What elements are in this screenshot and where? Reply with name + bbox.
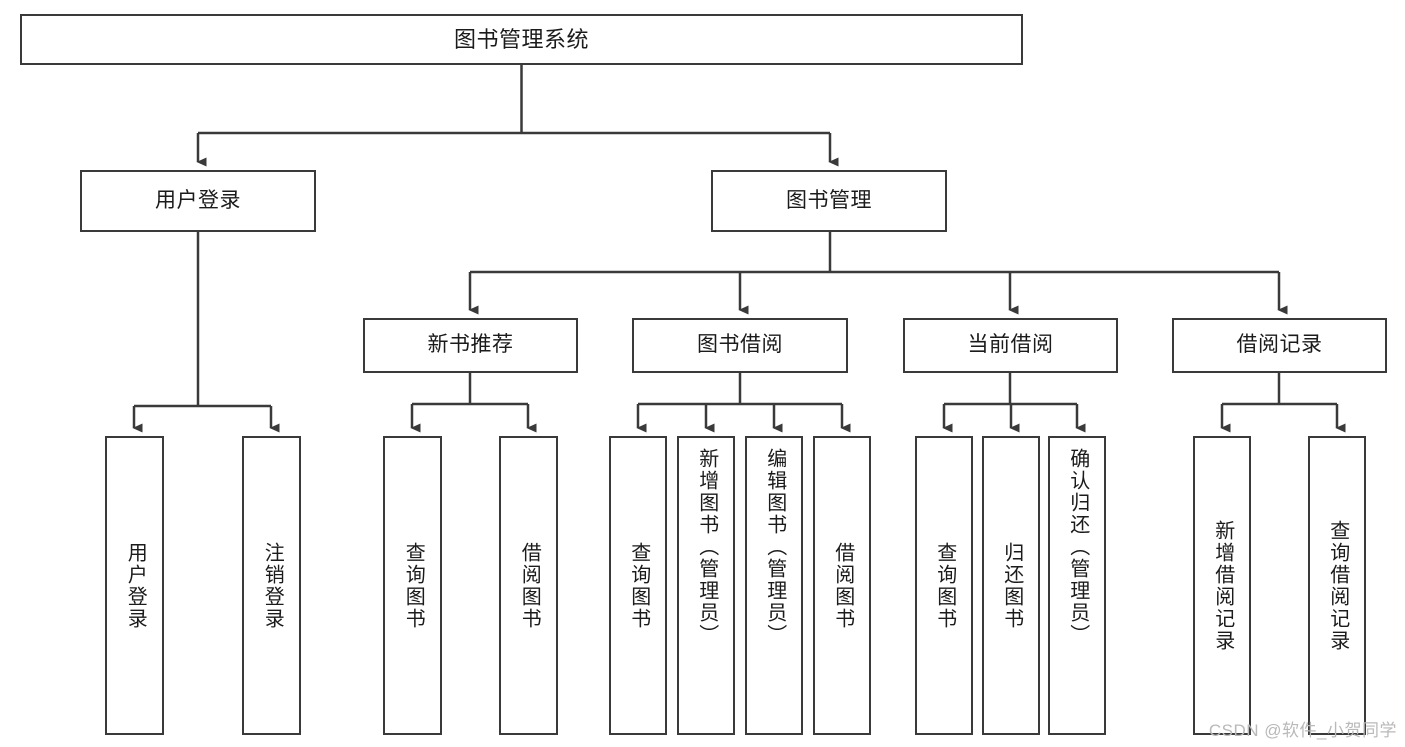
leaf-cur-confirm-label: 确认归还（管理员） bbox=[1066, 448, 1089, 646]
leaf-user-login-label: 用户登录 bbox=[124, 541, 147, 630]
leaf-cur-query[interactable]: 查询图书 bbox=[915, 436, 973, 735]
node-root-label: 图书管理系统 bbox=[453, 26, 589, 52]
leaf-borrow-edit[interactable]: 编辑图书（管理员） bbox=[745, 436, 803, 735]
leaf-rec-borrow-label: 借阅图书 bbox=[518, 541, 541, 630]
node-user-login-label: 用户登录 bbox=[155, 188, 241, 212]
leaf-borrow-edit-label: 编辑图书（管理员） bbox=[763, 448, 786, 646]
leaf-borrow-add[interactable]: 新增图书（管理员） bbox=[677, 436, 735, 735]
node-book-manage-label: 图书管理 bbox=[786, 188, 872, 212]
node-user-login[interactable]: 用户登录 bbox=[80, 170, 316, 232]
leaf-borrow-add-label: 新增图书（管理员） bbox=[695, 448, 718, 646]
node-new-book-rec-label: 新书推荐 bbox=[427, 333, 514, 357]
node-root[interactable]: 图书管理系统 bbox=[20, 14, 1023, 65]
leaf-rec-add-label: 新增借阅记录 bbox=[1211, 519, 1234, 652]
node-borrow-record[interactable]: 借阅记录 bbox=[1172, 318, 1387, 373]
leaf-rec-query[interactable]: 查询图书 bbox=[383, 436, 442, 735]
leaf-cur-return[interactable]: 归还图书 bbox=[982, 436, 1040, 735]
leaf-rec-add[interactable]: 新增借阅记录 bbox=[1193, 436, 1251, 735]
leaf-user-logout-label: 注销登录 bbox=[261, 541, 284, 630]
node-current-borrow[interactable]: 当前借阅 bbox=[903, 318, 1118, 373]
leaf-borrow-query-label: 查询图书 bbox=[627, 541, 650, 630]
node-new-book-rec[interactable]: 新书推荐 bbox=[363, 318, 578, 373]
leaf-cur-confirm[interactable]: 确认归还（管理员） bbox=[1048, 436, 1106, 735]
leaf-borrow-lend[interactable]: 借阅图书 bbox=[813, 436, 871, 735]
leaf-borrow-lend-label: 借阅图书 bbox=[831, 541, 854, 630]
leaf-rec-borrow[interactable]: 借阅图书 bbox=[499, 436, 558, 735]
leaf-rec-query-label: 查询图书 bbox=[402, 541, 425, 630]
leaf-user-login[interactable]: 用户登录 bbox=[105, 436, 164, 735]
node-book-borrow[interactable]: 图书借阅 bbox=[632, 318, 848, 373]
node-book-borrow-label: 图书借阅 bbox=[697, 333, 783, 357]
leaf-user-logout[interactable]: 注销登录 bbox=[242, 436, 301, 735]
node-borrow-record-label: 借阅记录 bbox=[1236, 333, 1323, 357]
node-current-borrow-label: 当前借阅 bbox=[967, 333, 1054, 357]
leaf-cur-query-label: 查询图书 bbox=[933, 541, 956, 630]
leaf-rec-search-label: 查询借阅记录 bbox=[1326, 519, 1349, 652]
leaf-borrow-query[interactable]: 查询图书 bbox=[609, 436, 667, 735]
node-book-manage[interactable]: 图书管理 bbox=[711, 170, 947, 232]
leaf-rec-search[interactable]: 查询借阅记录 bbox=[1308, 436, 1366, 735]
leaf-cur-return-label: 归还图书 bbox=[1000, 541, 1023, 630]
